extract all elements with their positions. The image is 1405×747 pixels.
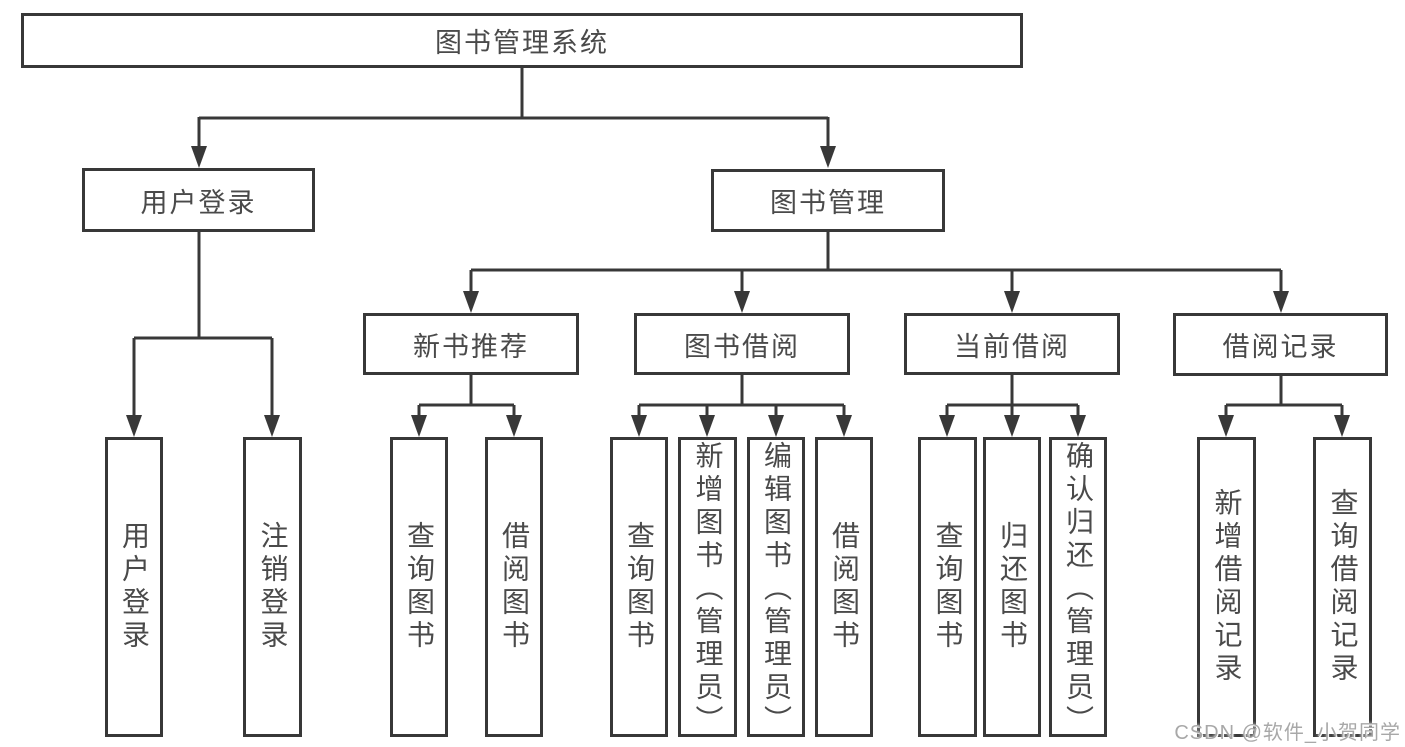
leaf-label: 注销登录 (257, 521, 289, 653)
node-new-book-recommend: 新书推荐 (363, 313, 579, 375)
leaf-label: 查询图书 (624, 521, 655, 653)
node-current-borrowing: 当前借阅 (904, 313, 1120, 375)
leaf-label: 查询图书 (404, 521, 435, 653)
leaf-label: 借阅图书 (829, 521, 860, 653)
leaf-confirm-return-admin: 确认归还（管理员） (1049, 437, 1107, 738)
node-root: 图书管理系统 (21, 13, 1023, 68)
leaf-label: 编辑图书（管理员） (761, 441, 792, 738)
leaf-return-book: 归还图书 (983, 437, 1041, 737)
leaf-logout: 注销登录 (243, 437, 302, 737)
leaf-query-book-current: 查询图书 (918, 437, 977, 737)
connector-book-mgmt (469, 232, 1283, 293)
leaf-add-borrow-record: 新增借阅记录 (1197, 437, 1256, 737)
node-user-login: 用户登录 (82, 168, 315, 232)
node-book-borrowing: 图书借阅 (634, 313, 850, 375)
leaf-user-login: 用户登录 (105, 437, 163, 737)
leaf-borrow-book-recommend: 借阅图书 (485, 437, 543, 737)
node-book-management: 图书管理 (711, 169, 945, 232)
connector-records (1224, 376, 1344, 417)
connector-current (945, 375, 1080, 417)
arrowheads (126, 146, 1350, 437)
leaf-query-book-borrowing: 查询图书 (610, 437, 668, 737)
leaf-edit-book-admin: 编辑图书（管理员） (747, 437, 805, 738)
connector-borrowing (637, 375, 846, 417)
connector-root (197, 68, 830, 148)
leaf-label: 用户登录 (119, 521, 150, 653)
node-borrowing-records: 借阅记录 (1173, 313, 1388, 376)
connector-user-login (132, 232, 274, 417)
leaf-label: 新增借阅记录 (1211, 488, 1243, 686)
leaf-query-borrow-record: 查询借阅记录 (1313, 437, 1372, 737)
leaf-label: 确认归还（管理员） (1063, 441, 1094, 738)
leaf-label: 借阅图书 (499, 521, 530, 653)
leaf-label: 新增图书（管理员） (692, 441, 724, 738)
leaf-label: 查询图书 (932, 521, 964, 653)
connector-new-book (417, 375, 516, 417)
leaf-label: 归还图书 (997, 521, 1028, 653)
leaf-add-book-admin: 新增图书（管理员） (678, 437, 737, 738)
leaf-borrow-book: 借阅图书 (815, 437, 873, 737)
leaf-query-book-recommend: 查询图书 (390, 437, 448, 737)
leaf-label: 查询借阅记录 (1327, 488, 1359, 686)
watermark: CSDN @软件_小贺同学 (1174, 722, 1401, 744)
